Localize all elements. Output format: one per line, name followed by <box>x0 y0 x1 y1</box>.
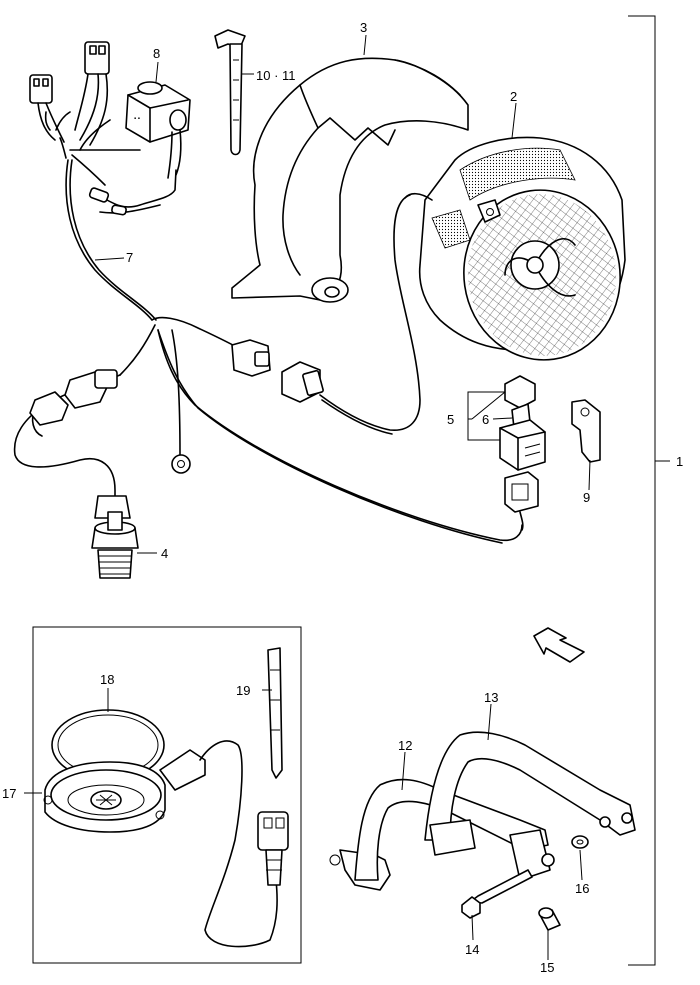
leader-lines <box>24 34 591 960</box>
fwd-arrow-icon: FWD <box>533 627 585 663</box>
cable-tie-part-10-11 <box>214 29 246 156</box>
callout-12: 12 <box>398 738 412 753</box>
callout-6: 6 <box>482 412 489 427</box>
callout-8: 8 <box>153 46 160 61</box>
harness-connectors <box>29 194 421 519</box>
assembly-bracket-line <box>628 15 670 966</box>
svg-text:▪ ▪: ▪ ▪ <box>134 116 140 122</box>
callout-17: 17 <box>2 786 16 801</box>
callout-18: 18 <box>100 672 114 687</box>
callout-1: 1 <box>676 454 683 469</box>
callout-19: 19 <box>236 683 250 698</box>
callout-4: 4 <box>161 546 168 561</box>
callout-9: 9 <box>583 490 590 505</box>
relay-part-5 <box>499 375 546 531</box>
cooling-fan-part <box>404 136 626 361</box>
callout-15: 15 <box>540 960 554 975</box>
wiring-harness-part <box>13 111 523 544</box>
callout-labels: 3 2 8 10 · 11 7 5 6 1 9 4 18 19 17 12 13… <box>2 20 683 975</box>
temperature-switch-part <box>91 511 139 579</box>
callout-7: 7 <box>126 250 133 265</box>
callout-10-11: 10 · 11 <box>256 68 296 83</box>
upper-connectors <box>29 41 110 146</box>
callout-14: 14 <box>465 942 479 957</box>
callout-16: 16 <box>575 881 589 896</box>
callout-3: 3 <box>360 20 367 35</box>
callout-13: 13 <box>484 690 498 705</box>
fan-mount-brackets <box>329 731 636 931</box>
callout-2: 2 <box>510 89 517 104</box>
callout-5: 5 <box>447 412 454 427</box>
fan-shroud-part <box>231 57 469 303</box>
bracket-part-9 <box>571 399 601 463</box>
relay-switch-part: ▪ ▪ <box>125 81 191 179</box>
fan-motor-kit-box <box>32 626 302 964</box>
